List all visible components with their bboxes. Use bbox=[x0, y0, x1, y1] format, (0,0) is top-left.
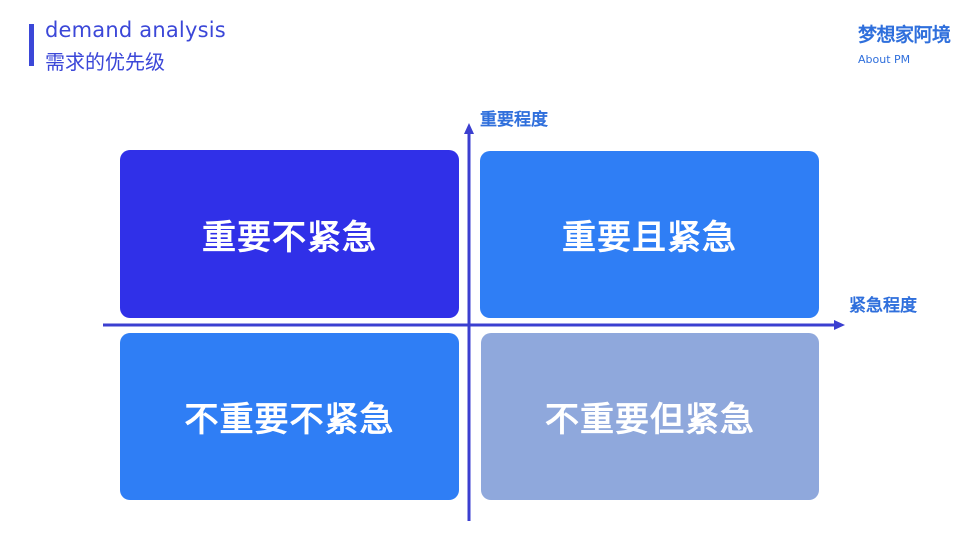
quadrant-important-and-urgent: 重要且紧急 bbox=[480, 151, 819, 318]
y-axis-arrowhead bbox=[464, 123, 474, 134]
brand-logo: 梦想家阿境 bbox=[858, 24, 951, 46]
x-axis-label-urgency: 紧急程度 bbox=[849, 296, 917, 316]
title-accent-bar bbox=[29, 24, 34, 66]
x-axis-arrowhead bbox=[834, 320, 845, 330]
brand-logo-subtitle: About PM bbox=[858, 53, 911, 66]
y-axis-label-importance: 重要程度 bbox=[480, 110, 548, 130]
page-title-chinese: 需求的优先级 bbox=[45, 50, 165, 74]
page-title-english: demand analysis bbox=[45, 18, 226, 42]
quadrant-important-not-urgent: 重要不紧急 bbox=[120, 150, 459, 318]
quadrant-not-important-but-urgent: 不重要但紧急 bbox=[481, 333, 819, 500]
quadrant-not-important-not-urgent: 不重要不紧急 bbox=[120, 333, 459, 500]
